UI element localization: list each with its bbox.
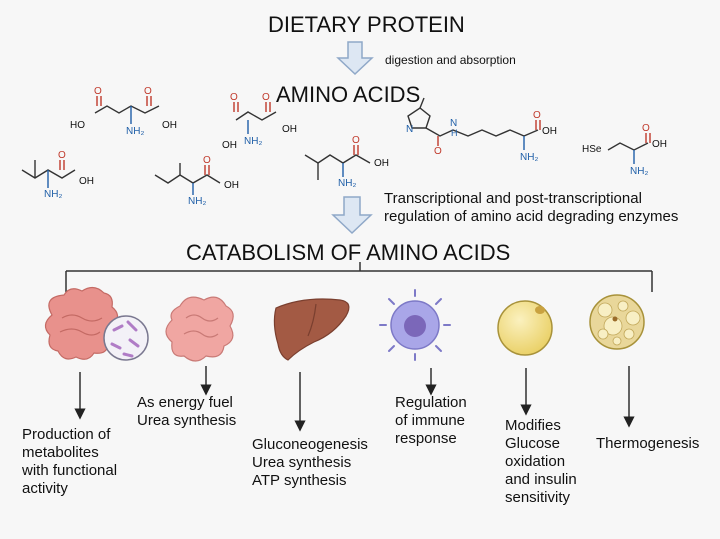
pyl-n: N	[406, 124, 414, 135]
ile-o: O	[203, 155, 211, 166]
ile-oh: OH	[224, 180, 239, 191]
sec-nh2: NH₂	[630, 166, 649, 177]
asp-oh2: OH	[282, 124, 297, 135]
val-oh: OH	[79, 176, 94, 187]
regulation-note-line1: Transcriptional and post-transcriptional	[384, 190, 642, 207]
catabolism-bracket	[65, 262, 653, 292]
pyl-nh2: NH₂	[520, 152, 539, 163]
val-o: O	[58, 150, 66, 161]
liver-icon	[273, 298, 350, 361]
glu-nh2: NH₂	[126, 126, 145, 137]
leu-oh: OH	[374, 158, 389, 169]
ile-nh2: NH₂	[188, 196, 207, 207]
sec-o: O	[642, 123, 650, 134]
dietary-protein-title: DIETARY PROTEIN	[268, 12, 465, 37]
adipocyte-icon	[497, 300, 553, 356]
outcome-insulin-sensitivity: Modifies Glucose oxidation and insulin s…	[505, 417, 577, 506]
glu-o2: O	[144, 86, 152, 97]
outcome-immune-response: Regulation of immune response	[395, 394, 467, 447]
regulation-arrow	[331, 196, 373, 235]
sec-oh: OH	[652, 139, 667, 150]
digestion-arrow	[336, 41, 374, 76]
amino-acids-title: AMINO ACIDS	[276, 82, 421, 107]
pyl-nh: N	[450, 118, 458, 129]
outcome-metabolites: Production of metabolites with functiona…	[22, 426, 118, 497]
brown-adipocyte-icon	[589, 294, 645, 350]
val-nh2: NH₂	[44, 189, 63, 200]
glu-oh: OH	[162, 120, 177, 131]
sec-hse: HSe	[582, 144, 602, 155]
immune-cell-icon	[379, 289, 451, 361]
pyl-o1: O	[434, 146, 442, 157]
molecule-skeletons	[21, 96, 651, 195]
small-intestine-icon	[165, 296, 234, 362]
regulation-note-line2: regulation of amino acid degrading enzym…	[384, 208, 679, 225]
leu-o: O	[352, 135, 360, 146]
outcome-thermogenesis: Thermogenesis	[596, 435, 700, 452]
catabolism-title: CATABOLISM OF AMINO ACIDS	[186, 240, 511, 265]
outcome-arrows	[74, 366, 635, 432]
pyl-oh: OH	[542, 126, 557, 137]
pyl-h: H	[451, 128, 458, 138]
glu-o1: O	[94, 86, 102, 97]
outcome-energy-fuel: As energy fuel Urea synthesis	[137, 394, 237, 429]
asp-o2: O	[262, 92, 270, 103]
digestion-note: digestion and absorption	[385, 53, 516, 67]
leu-nh2: NH₂	[338, 178, 357, 189]
asp-nh2: NH₂	[244, 136, 263, 147]
glu-ho: HO	[70, 120, 85, 131]
intestine-microbiota-icon	[44, 286, 149, 361]
asp-o1: O	[230, 92, 238, 103]
outcome-gluconeogenesis: Gluconeogenesis Urea synthesis ATP synth…	[252, 436, 368, 489]
asp-oh1: OH	[222, 140, 237, 151]
pyl-o2: O	[533, 110, 541, 121]
